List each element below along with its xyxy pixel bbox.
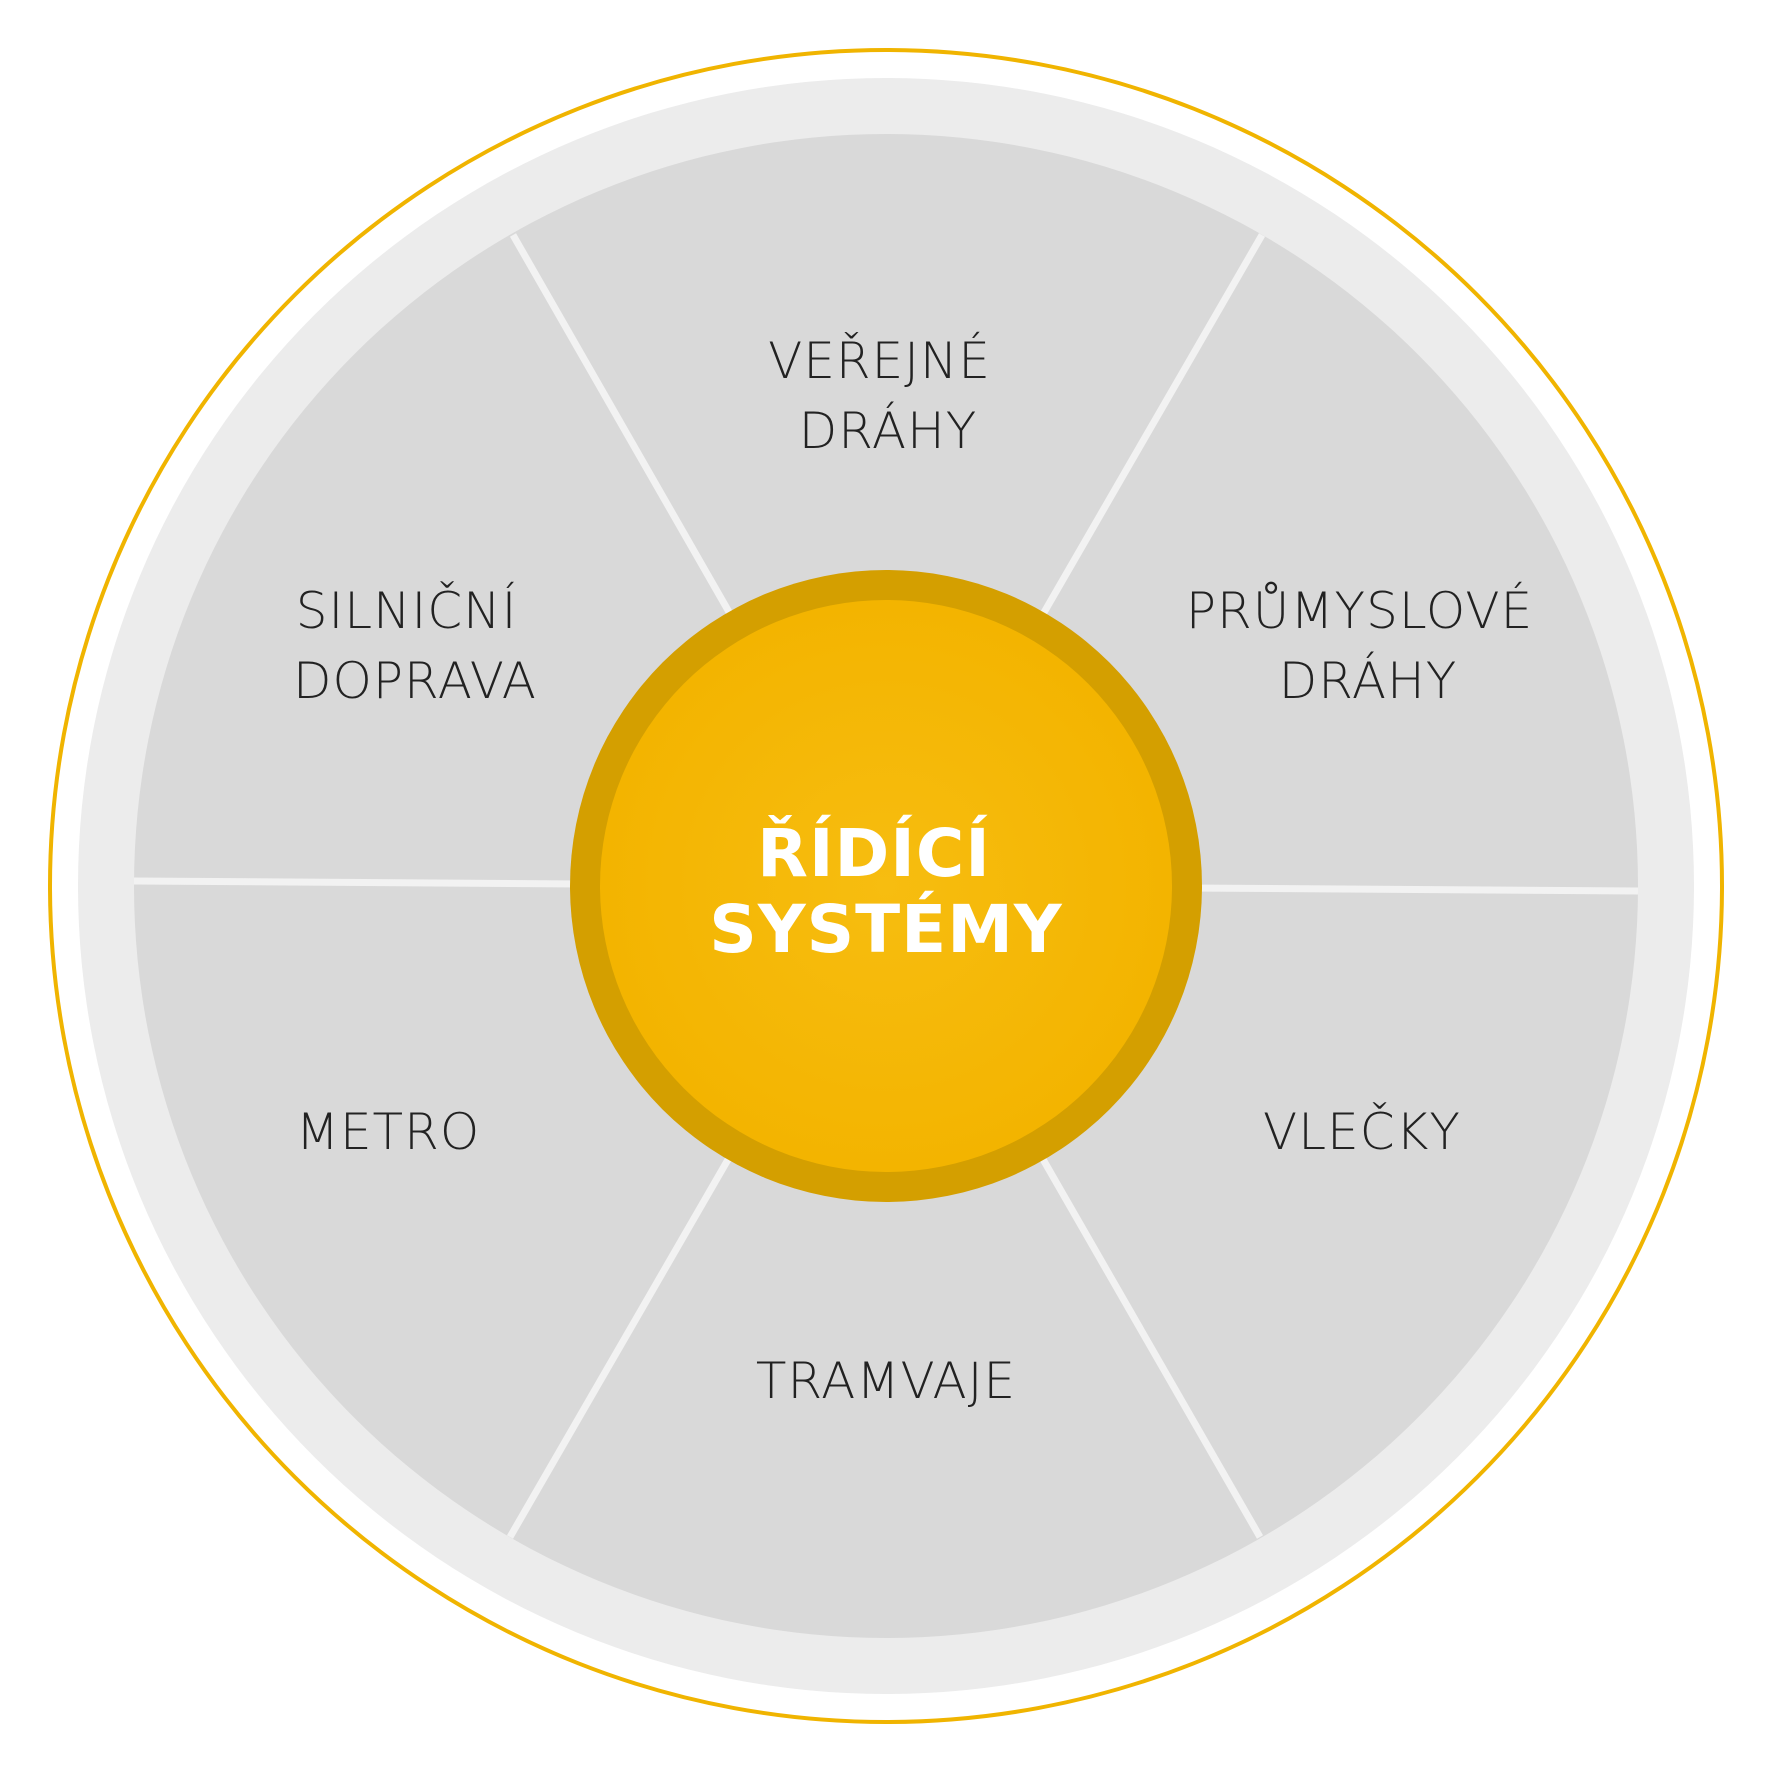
segment-label-line: TRAMVAJE <box>756 1352 1016 1410</box>
center-label-line: SYSTÉMY <box>709 890 1063 968</box>
segment-label-line: METRO <box>296 1103 480 1161</box>
segment-label-prumyslove-drahy: PRŮMYSLOVÉ DRÁHY <box>1186 581 1550 710</box>
segment-label-tramvaje: TRAMVAJE <box>756 1352 1016 1410</box>
center-label-line: ŘÍDÍCÍ <box>757 814 991 892</box>
segment-label-line: DRÁHY <box>799 401 978 460</box>
segment-label-line: VLEČKY <box>1263 1102 1461 1161</box>
segment-label-silnicni-doprava: SILNIČNÍ DOPRAVA <box>293 581 537 710</box>
segment-label-metro: METRO <box>296 1103 480 1161</box>
segment-label-line: SILNIČNÍ <box>296 581 518 640</box>
center-disk <box>600 600 1172 1172</box>
segment-label-line: DRÁHY <box>1279 651 1458 710</box>
segment-label-vlecky: VLEČKY <box>1263 1102 1461 1161</box>
segment-label-line: DOPRAVA <box>293 652 537 710</box>
segment-label-line: PRŮMYSLOVÉ <box>1186 581 1533 640</box>
segment-label-verejne-drahy: VEŘEJNÉ DRÁHY <box>768 331 1008 460</box>
segment-label-line: VEŘEJNÉ <box>768 331 991 390</box>
center-label: ŘÍDÍCÍ SYSTÉMY <box>709 814 1063 968</box>
